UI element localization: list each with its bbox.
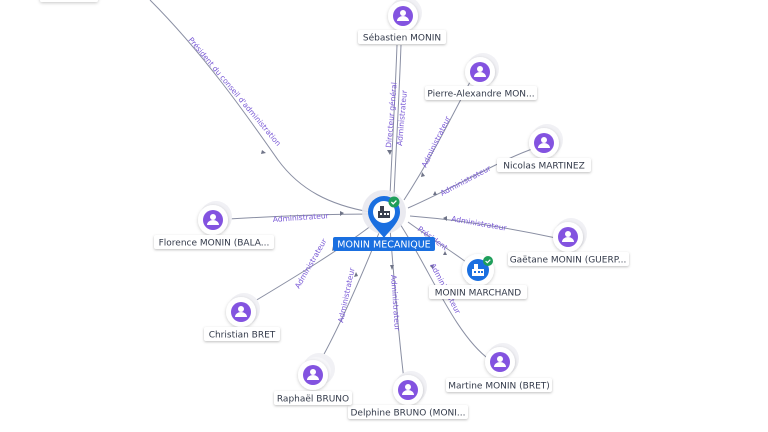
- node-label: Delphine BRUNO (MONI...: [350, 409, 465, 419]
- edge-florence[interactable]: Administrateur: [227, 211, 373, 224]
- node-pierre[interactable]: Pierre-Alexandre MON...: [425, 53, 537, 100]
- edge-sebastien[interactable]: Directeur général Administrateur: [384, 44, 409, 197]
- node-martine[interactable]: Martine MONIN (BRET): [446, 343, 552, 392]
- node-nicolas[interactable]: Nicolas MARTINEZ: [497, 124, 591, 172]
- edge-label: Administrateur: [420, 114, 453, 169]
- node-label: Christian BRET: [209, 331, 276, 341]
- center-label: MONIN MECANIQUE: [337, 240, 430, 251]
- check-badge-icon: [483, 256, 493, 266]
- node-label: Gaëtane MONIN (GUERP...: [510, 256, 627, 266]
- nodes: Sébastien MONIN Pierre-Alexandre MON... …: [154, 0, 629, 419]
- edge-label: Administrateur: [451, 214, 509, 233]
- edge-label: Administrateur: [273, 211, 330, 224]
- check-badge-icon: [388, 196, 400, 208]
- center-node[interactable]: MONIN MECANIQUE: [333, 190, 435, 251]
- node-christian[interactable]: Christian BRET: [204, 293, 280, 341]
- edge-label: Administrateur: [293, 236, 329, 290]
- edge-label: Administrateur: [439, 163, 493, 198]
- edge-label: Administrateur: [389, 275, 402, 332]
- edge-label: Administrateur: [336, 266, 357, 323]
- node-label: Nicolas MARTINEZ: [503, 162, 585, 172]
- node-delphine[interactable]: Delphine BRUNO (MONI...: [348, 371, 468, 419]
- node-gaetane[interactable]: Gaëtane MONIN (GUERP...: [508, 218, 629, 266]
- node-raphael[interactable]: Raphaël BRUNO: [274, 353, 352, 405]
- node-label: MONIN MARCHAND: [435, 289, 521, 299]
- node-label: Sébastien MONIN: [363, 33, 441, 44]
- offscreen-node-stub: [40, 0, 98, 2]
- node-label: Martine MONIN (BRET): [448, 382, 550, 392]
- center-label-box: [333, 237, 435, 251]
- edges: Président du conseil d'administration Di…: [149, 0, 557, 381]
- node-label: Pierre-Alexandre MON...: [427, 90, 534, 100]
- node-florence[interactable]: Florence MONIN (BALA...: [154, 201, 274, 249]
- node-label: Florence MONIN (BALA...: [159, 239, 270, 249]
- node-marchand[interactable]: MONIN MARCHAND: [429, 254, 527, 299]
- edge-president-conseil[interactable]: Président du conseil d'administration: [149, 0, 371, 213]
- edge-christian[interactable]: Administrateur: [249, 221, 377, 305]
- company-icon: [378, 206, 390, 218]
- node-sebastien[interactable]: Sébastien MONIN: [358, 0, 446, 44]
- edge-label: Président du conseil d'administration: [186, 36, 282, 149]
- node-label: Raphaël BRUNO: [277, 395, 349, 405]
